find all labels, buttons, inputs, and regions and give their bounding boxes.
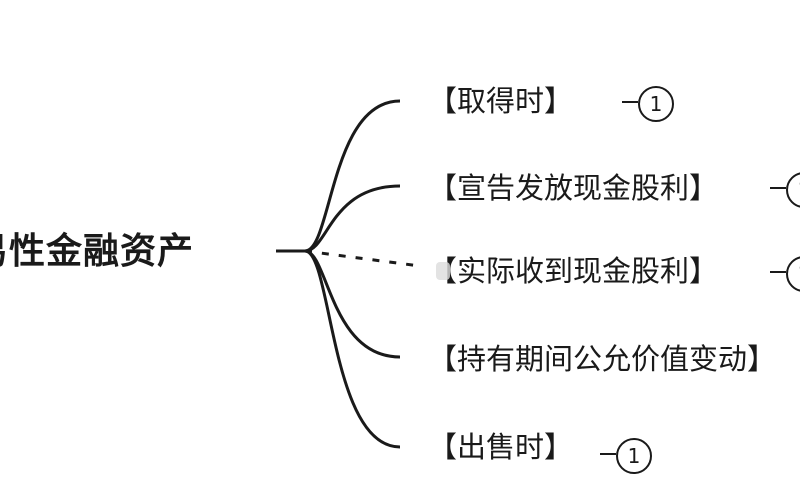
note-connector-5 — [600, 453, 616, 455]
branch-label-fair-value-change: 【持有期间公允价值变动】 — [428, 342, 777, 376]
branch-label-acquisition: 【取得时】 — [428, 84, 574, 118]
branch-label-dividend-received: 【实际收到现金股利】 — [428, 254, 719, 288]
branch-line-4 — [304, 249, 401, 359]
scan-smudge — [436, 262, 450, 280]
note-connector-2 — [770, 187, 786, 189]
branch-line-1 — [304, 99, 401, 253]
note-connector-1 — [622, 101, 638, 103]
branch-label-dividend-declared: 【宣告发放现金股利】 — [428, 171, 719, 205]
branch-line-3 — [304, 249, 421, 268]
note-circle-acquisition: 1 — [638, 86, 674, 122]
branch-label-sale: 【出售时】 — [428, 430, 574, 464]
branch-line-2 — [304, 184, 401, 253]
note-circle-sale: 1 — [616, 438, 652, 474]
root-topic: 易性金融资产 — [0, 231, 195, 272]
note-connector-3 — [770, 271, 786, 273]
branch-line-5 — [304, 249, 401, 449]
